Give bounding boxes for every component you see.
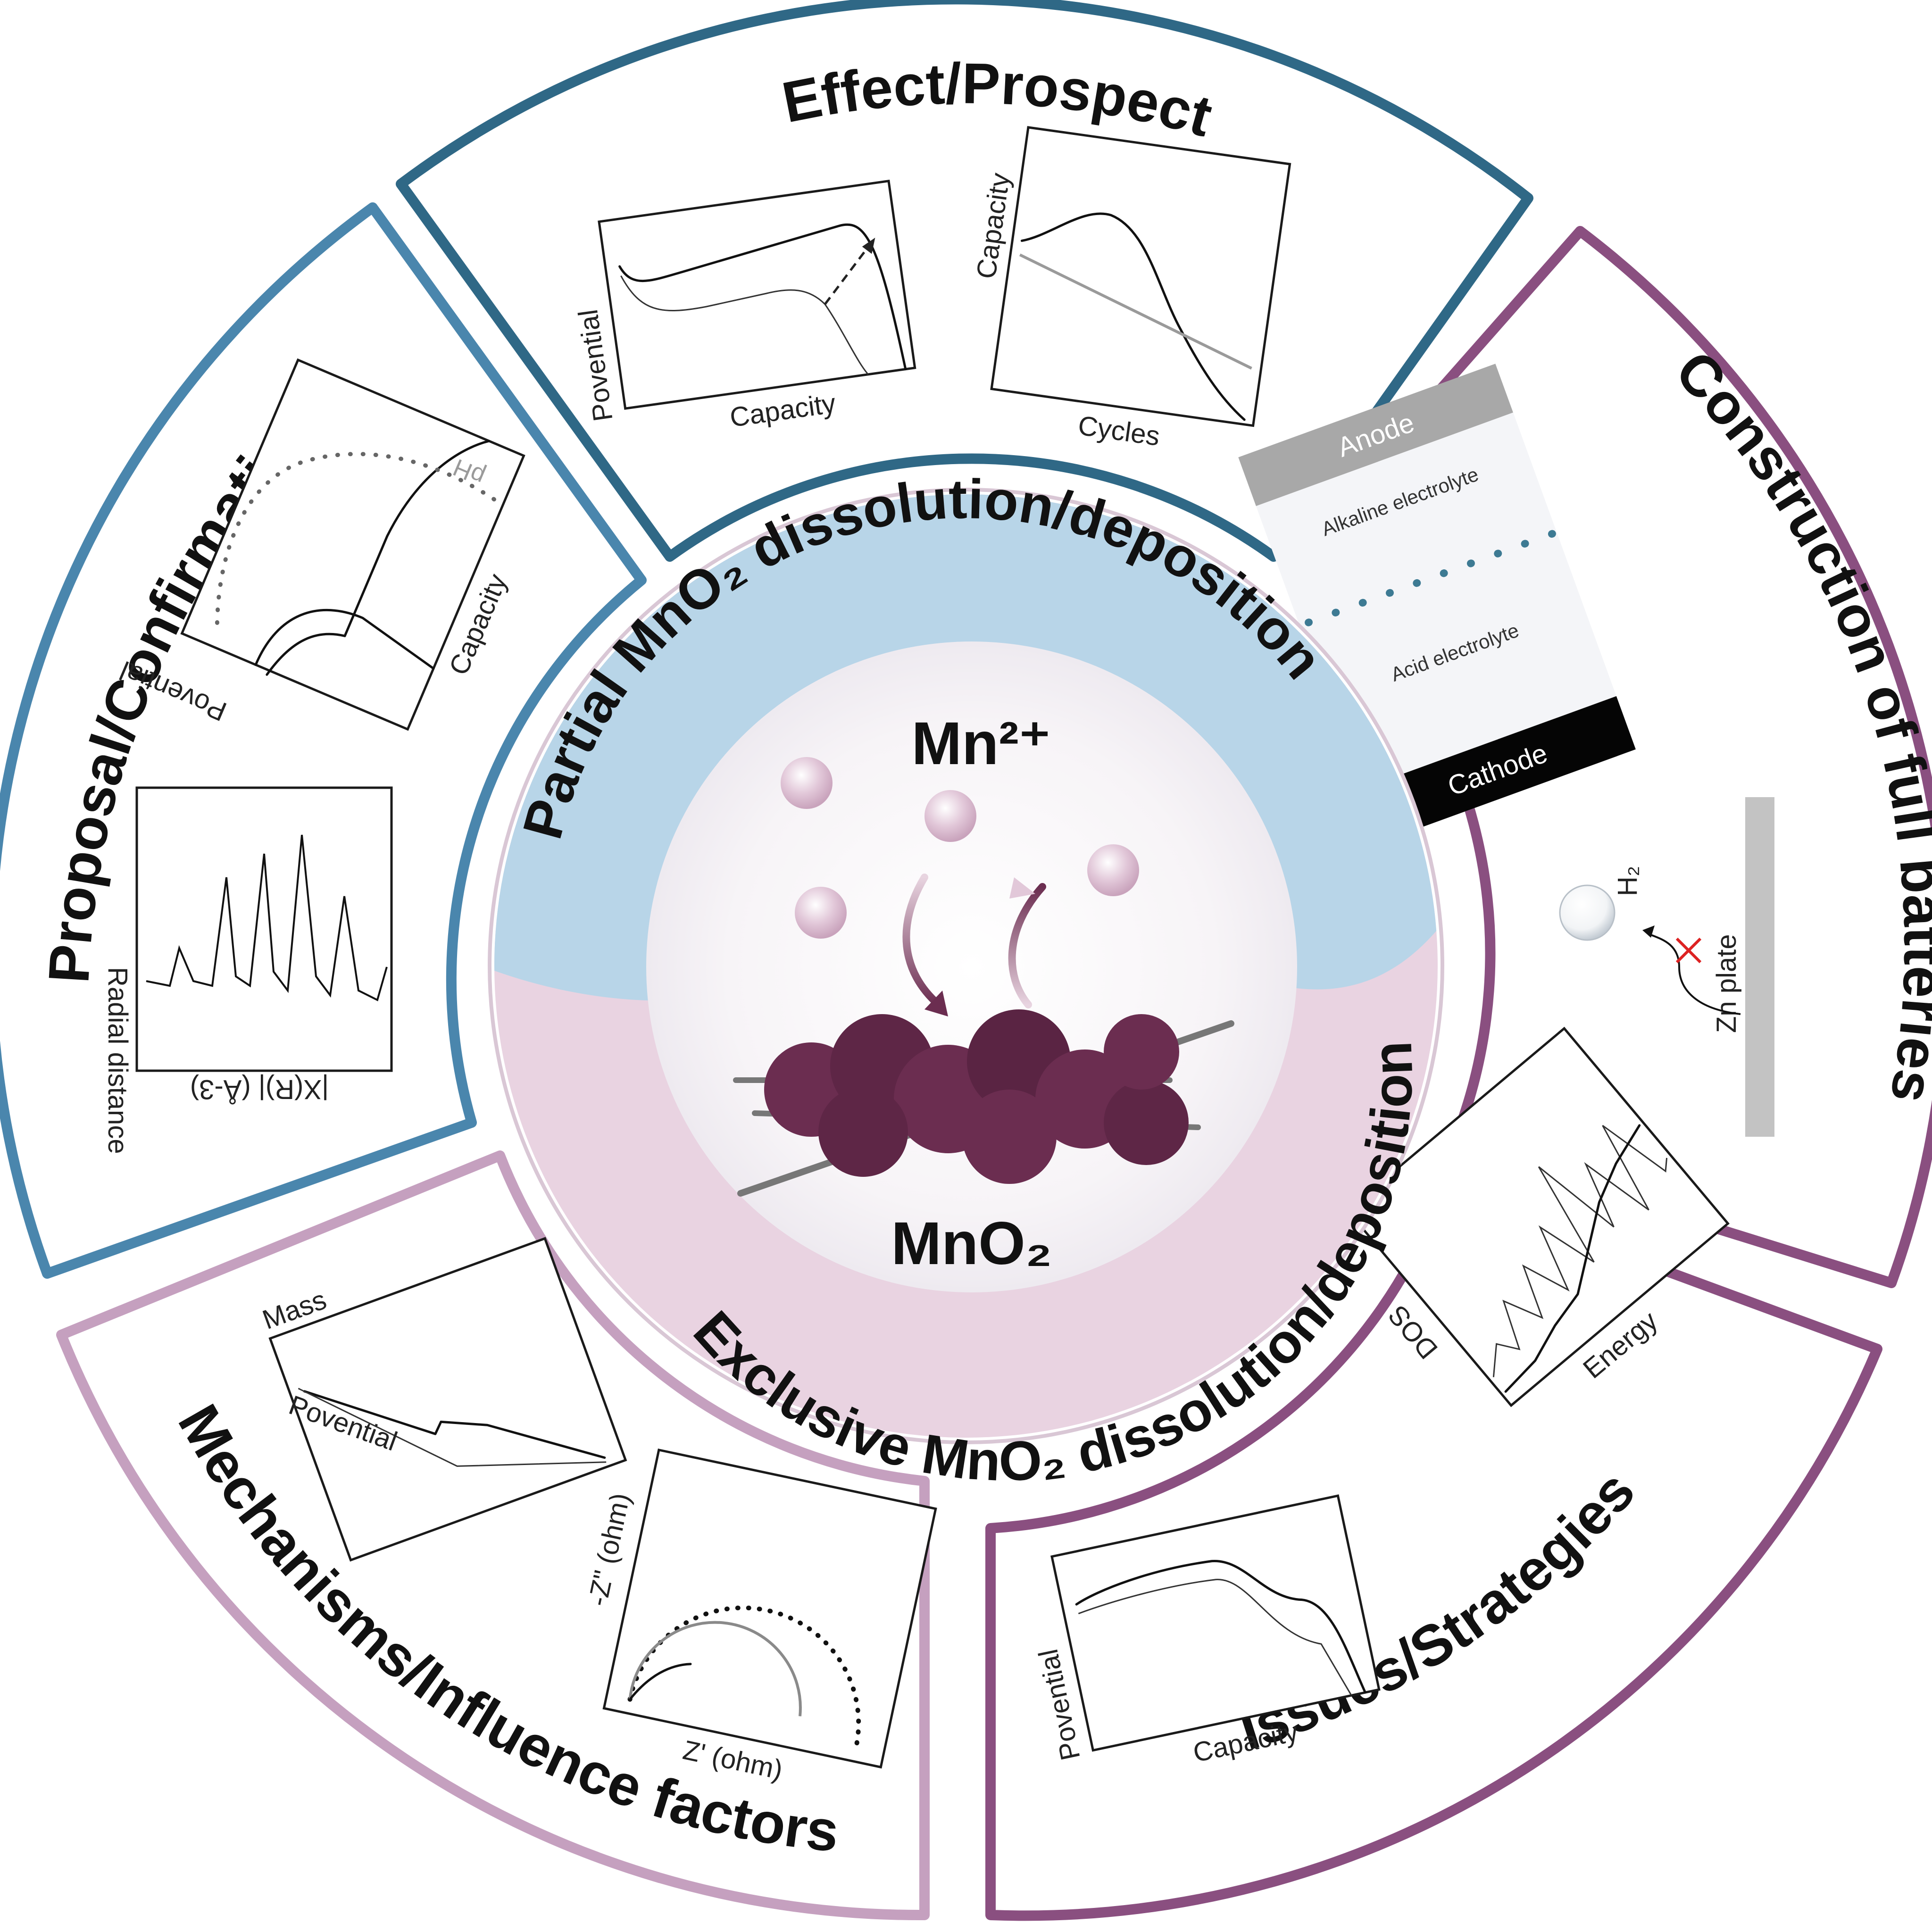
bubble-icon <box>1559 884 1616 941</box>
cathode-layer <box>1359 696 1636 843</box>
issues-segment <box>985 1183 1882 1921</box>
trend-arrow <box>824 245 870 305</box>
nanoflower-cluster-icon <box>733 1009 1234 1197</box>
anode-layer <box>1238 364 1513 506</box>
red-cross-icon <box>1675 937 1702 964</box>
mno2-label: MnO₂ <box>891 1210 1052 1277</box>
proposal-plot-radial: Radial distance |X(R)| (Å-3) <box>102 786 393 1154</box>
mechanisms-plot-mass: Mass Povential <box>258 1237 627 1562</box>
arrowhead <box>1642 925 1655 938</box>
zn-plate-label: Zn plate <box>1711 934 1742 1033</box>
proposal-plot2-xlabel: Radial distance <box>102 967 133 1154</box>
effect-plot-cycles: Capacity Cycles <box>971 126 1291 452</box>
mn-ion-label: Mn²⁺ <box>912 710 1051 777</box>
h2-label: H₂ <box>1612 866 1643 896</box>
curved-arrow-icon <box>902 874 1046 1016</box>
sphere-icon <box>781 757 1139 939</box>
proposal-plot2-ylabel: |X(R)| (Å-3) <box>190 1074 329 1105</box>
h2-evolution-arrow <box>1648 933 1741 1015</box>
zn-plate <box>1745 797 1774 1137</box>
